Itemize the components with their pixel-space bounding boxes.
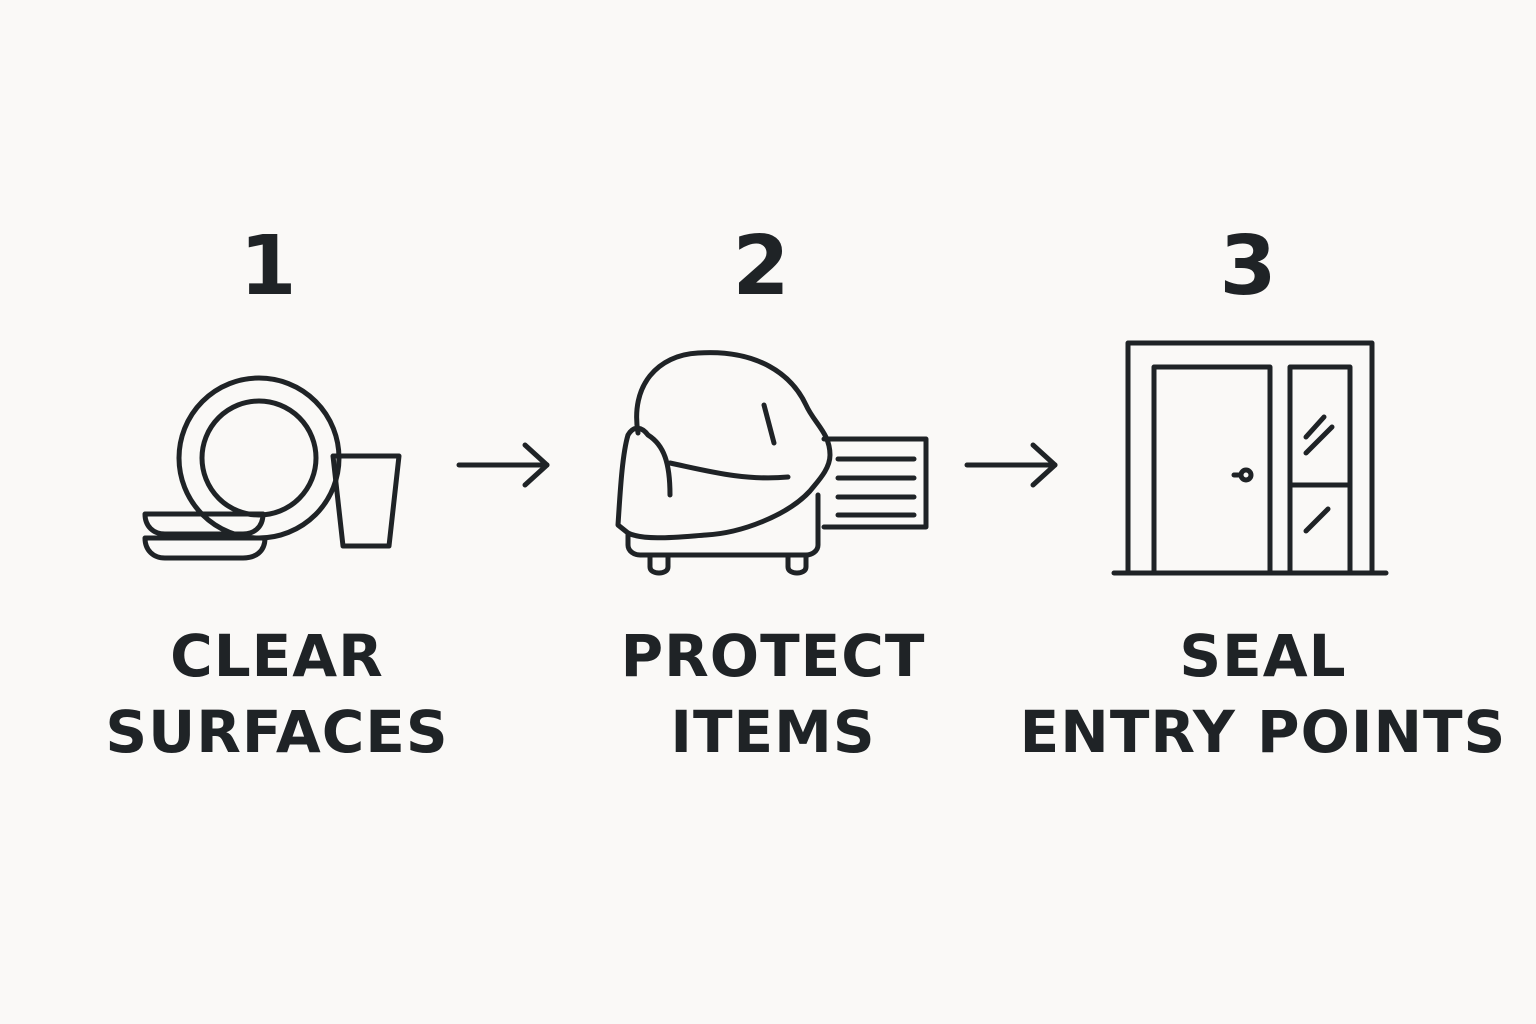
step-1-label-line1: CLEAR <box>170 622 384 690</box>
sheet-drape <box>667 460 791 481</box>
arrow-right-icon <box>456 442 550 488</box>
door-frame <box>1125 340 1375 576</box>
stacked-box <box>821 436 929 530</box>
sofa-leg-left <box>647 552 671 576</box>
step-3-number: 3 <box>1219 219 1277 314</box>
glass-glint-2 <box>1303 424 1335 456</box>
cup <box>330 453 402 549</box>
step-1-label: CLEAR SURFACES <box>27 618 527 770</box>
step-1-number: 1 <box>239 219 297 314</box>
plate-inner <box>199 398 319 518</box>
glass-glint-3 <box>1303 506 1331 534</box>
bowl-top <box>142 511 266 537</box>
step-2-label-line2: ITEMS <box>670 698 876 766</box>
step-3-label-line2: ENTRY POINTS <box>1019 698 1507 766</box>
covered-furniture-icon <box>615 350 929 576</box>
sofa-leg-right <box>785 552 809 576</box>
step-2-label: PROTECT ITEMS <box>523 618 1023 770</box>
step-2-number: 2 <box>732 219 790 314</box>
step-3-label: SEAL ENTRY POINTS <box>1013 618 1513 770</box>
door-icon <box>1111 340 1389 576</box>
step-3-label-line1: SEAL <box>1179 622 1347 690</box>
sofa-base <box>625 492 821 558</box>
dishes-icon <box>142 375 402 561</box>
sheet-cover <box>615 350 833 541</box>
bowl-bottom <box>142 535 268 561</box>
arrow-right-icon <box>964 442 1058 488</box>
door-panel <box>1151 364 1273 576</box>
step-1-label-line2: SURFACES <box>105 698 449 766</box>
glass-glint-1 <box>1303 414 1327 440</box>
sheet-fold <box>761 402 777 446</box>
step-2-label-line1: PROTECT <box>620 622 926 690</box>
side-window-frame <box>1287 364 1353 576</box>
